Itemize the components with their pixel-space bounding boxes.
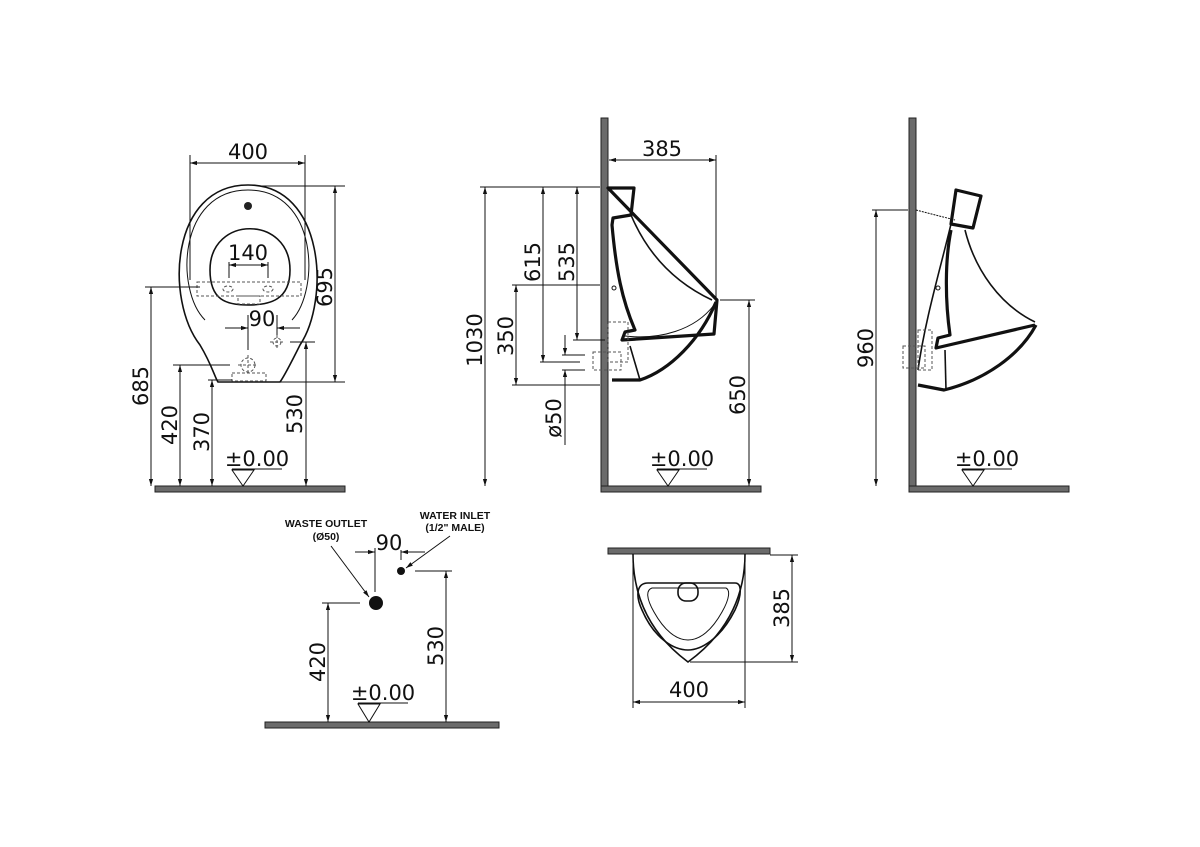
wall-slab bbox=[607, 547, 771, 555]
front-view: 400 140 695 90 685 420 370 530 ±0.00 bbox=[129, 140, 346, 493]
dim-width: 400 bbox=[228, 140, 268, 164]
rim-line bbox=[630, 214, 713, 301]
water-inlet-label: WATER INLET bbox=[420, 510, 491, 522]
wall bbox=[908, 117, 917, 493]
dim-inlet-height: 530 bbox=[424, 626, 448, 666]
dim-fixing-height: 960 bbox=[854, 328, 878, 368]
top-view: 385 400 bbox=[607, 547, 798, 708]
floor-slab bbox=[600, 485, 762, 493]
bowl-outline bbox=[209, 227, 291, 306]
water-inlet-dot bbox=[397, 567, 405, 575]
dim-inlet-offset: 90 bbox=[249, 307, 276, 331]
dim-total-height: 1030 bbox=[463, 313, 487, 366]
bowl-top-outline bbox=[637, 582, 742, 651]
dim-bracket-to-bottom: 350 bbox=[494, 316, 518, 356]
floor-slab bbox=[264, 721, 500, 729]
waste-outlet-label: WASTE OUTLET bbox=[285, 518, 368, 530]
dim-inner-width: 140 bbox=[228, 241, 268, 265]
waste-outlet-size: (Ø50) bbox=[313, 531, 340, 543]
dim-bottom-height: 370 bbox=[190, 412, 214, 452]
spreader-hole bbox=[244, 202, 252, 210]
water-inlet-size: (1/2" MALE) bbox=[425, 522, 484, 534]
side-view: 385 1030 615 535 350 ø50 650 ±0.00 bbox=[463, 117, 762, 493]
dim-height: 695 bbox=[313, 267, 337, 307]
cistern-block bbox=[949, 188, 983, 230]
dim-top-to-bracket: 615 bbox=[521, 242, 545, 282]
bowl-bottom bbox=[612, 301, 718, 382]
connection-plan: WASTE OUTLET (Ø50) WATER INLET (1/2" MAL… bbox=[264, 510, 500, 729]
floor-level-label: ±0.00 bbox=[650, 447, 714, 471]
dim-width: 400 bbox=[669, 678, 709, 702]
drain-outline bbox=[677, 582, 699, 602]
floor-level-label: ±0.00 bbox=[955, 447, 1019, 471]
wall bbox=[600, 117, 609, 493]
dim-bracket-height: 685 bbox=[129, 366, 153, 406]
dim-rim-height: 650 bbox=[726, 375, 750, 415]
floor-slab bbox=[908, 485, 1070, 493]
floor-level-label: ±0.00 bbox=[351, 681, 415, 705]
dim-outlet-height: 420 bbox=[306, 642, 330, 682]
floor-slab bbox=[154, 485, 346, 493]
dim-outlet-height: 420 bbox=[158, 405, 182, 445]
floor-level-label: ±0.00 bbox=[225, 447, 289, 471]
dim-outlet-diameter: ø50 bbox=[542, 398, 566, 438]
dim-depth: 385 bbox=[642, 137, 682, 161]
waste-outlet-dot bbox=[369, 596, 383, 610]
dim-depth: 385 bbox=[770, 588, 794, 628]
dim-offset: 90 bbox=[376, 531, 403, 555]
urinal-body-outline bbox=[178, 184, 318, 383]
top-outline bbox=[632, 553, 746, 663]
dim-inlet-height: 530 bbox=[283, 394, 307, 434]
urinal-profile bbox=[606, 186, 719, 342]
side-view-alt: 960 ±0.00 bbox=[854, 117, 1070, 493]
rim-inner-line bbox=[186, 189, 310, 321]
dim-top-to-inlet: 535 bbox=[555, 242, 579, 282]
